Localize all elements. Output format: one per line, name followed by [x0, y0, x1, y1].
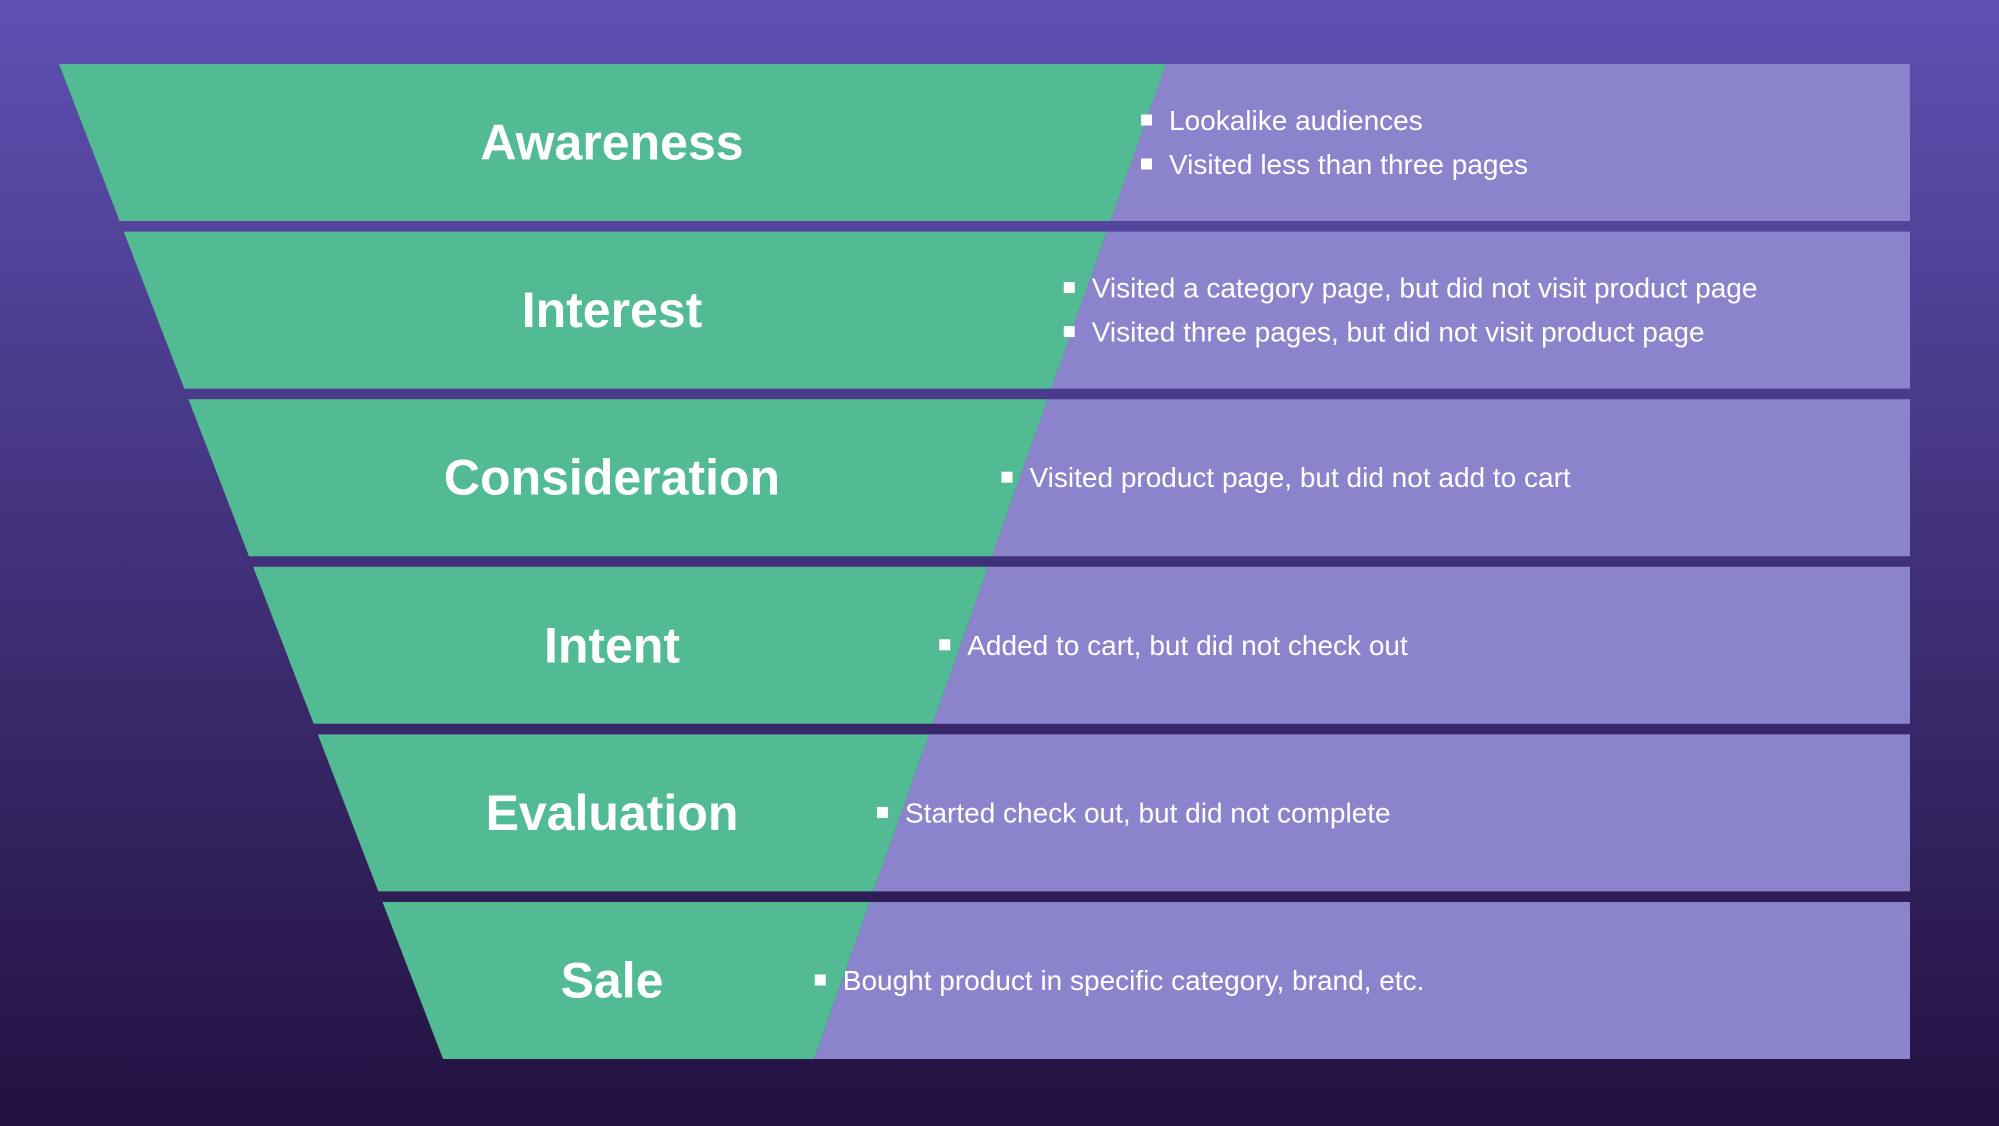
stage-panel [992, 399, 1910, 557]
stage-funnel-segment [382, 902, 870, 1059]
bullet-marker [1141, 158, 1152, 170]
stage-title: Intent [544, 617, 680, 673]
stage-intent: Intent Added to cart, but did not check o… [253, 566, 1910, 724]
bullet-marker [1063, 282, 1075, 294]
bullet-marker [814, 974, 826, 986]
stage-funnel-segment [317, 734, 930, 892]
stage-funnel-segment [188, 399, 1048, 557]
stage-funnel-segment [59, 64, 1166, 221]
bullet-text: Lookalike audiences [1169, 105, 1423, 136]
bullet-text: Visited a category page, but did not vis… [1092, 273, 1758, 304]
bullet-marker [939, 639, 951, 651]
bullet-marker [1063, 326, 1075, 338]
stage-title: Interest [522, 282, 703, 338]
stage-panel [1110, 64, 1910, 221]
bullet-text: Bought product in specific category, bra… [843, 965, 1425, 996]
stage-consideration: Consideration Visited product page, but d… [188, 399, 1910, 557]
stage-evaluation: Evaluation Started check out, but did not… [317, 734, 1910, 892]
bullet-marker [1141, 114, 1152, 126]
stage-interest: Interest Visited a category page, but did… [123, 231, 1910, 389]
stage-title: Evaluation [486, 785, 739, 841]
stage-panel [814, 902, 1910, 1059]
bullet-marker [877, 806, 889, 818]
stage-title: Sale [561, 953, 664, 1009]
stage-title: Consideration [444, 450, 780, 506]
stage-panel [873, 734, 1910, 892]
bullet-marker [1001, 471, 1013, 483]
stage-funnel-segment [253, 566, 989, 724]
stage-panel [932, 566, 1910, 724]
stage-funnel-segment [123, 231, 1107, 389]
bullet-text: Added to cart, but did not check out [967, 630, 1408, 661]
bullet-text: Visited less than three pages [1169, 149, 1528, 180]
bullet-text: Visited three pages, but did not visit p… [1092, 317, 1705, 348]
bullet-text: Visited product page, but did not add to… [1030, 462, 1571, 493]
bullet-text: Started check out, but did not complete [905, 797, 1391, 828]
stage-sale: Sale Bought product in specific category,… [382, 902, 1910, 1059]
stage-panel [1051, 231, 1910, 389]
stage-title: Awareness [480, 115, 743, 171]
